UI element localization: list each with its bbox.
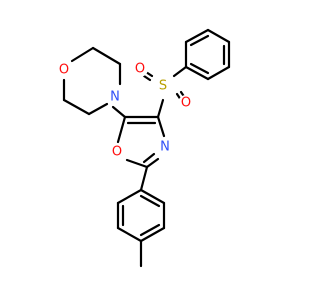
atom-label: O [181,96,191,111]
molecule-diagram: O N S O O N O [56,28,231,268]
bond [142,74,152,82]
bond [116,226,143,243]
atom-sulfur: S [155,78,171,94]
bond [70,46,95,63]
bond [91,46,122,66]
atom-morpholine-oxygen: O [56,62,72,78]
bond [125,158,149,169]
bond [206,65,231,81]
atom-labels: O N S O O N O [56,61,194,160]
atom-morpholine-nitrogen: N [107,89,123,105]
bond [139,194,161,208]
bond [206,28,231,44]
atom-oxazole-oxygen: O [109,144,125,160]
atom-label: O [135,62,145,77]
bond [139,226,166,243]
bond [172,65,188,78]
bond [139,165,149,192]
atom-sulfonyl-oxygen-left: O [132,61,148,77]
atom-oxazole-nitrogen: N [157,139,173,155]
atom-label: N [160,140,170,155]
bond [139,223,161,237]
bond [189,62,210,75]
bond [184,65,210,81]
structure-canvas: O N S O O N O [56,28,231,268]
atom-label: O [59,63,69,78]
bond [139,188,166,205]
bond [145,157,160,169]
bond [116,115,127,144]
bond [156,115,166,138]
bond [189,34,210,47]
atom-sulfonyl-oxygen-right: O [178,95,194,111]
atom-label: S [159,79,167,94]
atom-label: O [112,145,122,160]
bond [142,152,156,164]
bonds [62,28,231,268]
bond [184,28,210,44]
bond [111,105,127,119]
bond [116,188,143,205]
bond [62,98,91,116]
bond [87,102,109,116]
atom-label: N [110,90,120,105]
bond [156,98,165,119]
